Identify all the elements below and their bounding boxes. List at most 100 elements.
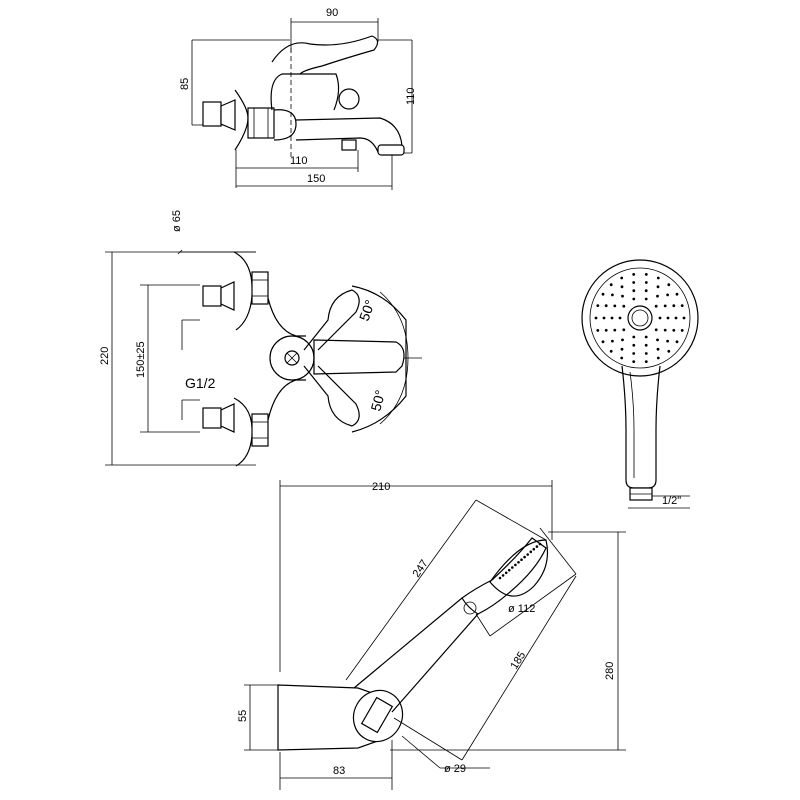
nozzle-dot	[602, 316, 606, 320]
nozzle-dot	[672, 304, 676, 308]
dim-shower-length: 247	[411, 558, 431, 580]
nozzle-dot	[644, 273, 648, 276]
dim-bracket-diameter: ø 29	[444, 763, 466, 775]
dim-shower-diameter: ø 112	[508, 603, 535, 615]
nozzle-dot	[611, 339, 614, 343]
nozzle-dot	[610, 316, 614, 320]
nozzle-dot	[680, 329, 684, 332]
head-nozzle-dot	[520, 558, 523, 561]
nozzle-dot	[658, 316, 662, 320]
nozzle-dot	[644, 297, 648, 301]
head-nozzle-dot	[504, 571, 508, 575]
nozzle-dot	[674, 316, 678, 320]
nozzle-dot	[663, 328, 667, 332]
shower-head-nozzles	[498, 542, 542, 580]
nozzle-dot	[613, 304, 617, 308]
head-nozzle-dot	[517, 561, 520, 564]
nozzle-dot	[620, 347, 624, 351]
nozzle-dot	[613, 328, 617, 332]
dim-overall-height: 220	[99, 347, 111, 365]
shower-bracket-view: 210 280 55 83 ø 29 247	[237, 480, 626, 790]
nozzle-dot	[666, 316, 670, 320]
nozzle-dot	[620, 276, 624, 280]
dim-holder-height: 280	[604, 662, 616, 680]
nozzle-dot	[667, 283, 671, 287]
nozzle-dot	[656, 276, 660, 280]
nozzle-dot	[644, 289, 648, 293]
nozzle-dot	[656, 338, 659, 342]
nozzle-dot	[632, 352, 636, 355]
dim-flange-diameter: ø 65	[171, 210, 183, 232]
nozzle-dot	[680, 304, 684, 307]
nozzle-dot	[644, 343, 648, 347]
nozzle-dot	[656, 347, 660, 351]
hand-shower-view: 1/2"	[581, 259, 699, 509]
nozzle-dot	[621, 338, 624, 342]
head-nozzle-dot	[523, 555, 526, 559]
mixer-front-view: ø 65 220 150±25 G1/2	[99, 210, 422, 467]
dim-hose-thread: 1/2"	[662, 495, 681, 507]
spray-nozzles	[594, 273, 686, 363]
nozzle-dot	[644, 360, 648, 363]
nozzle-dot	[620, 285, 624, 289]
nozzle-dot	[632, 360, 636, 363]
nozzle-dot	[620, 356, 624, 360]
nozzle-dot	[644, 335, 648, 339]
nozzle-dot	[604, 328, 608, 332]
nozzle-dot	[682, 316, 686, 320]
head-nozzle-dot	[511, 566, 514, 569]
mixer-side-view: 90 85 110 110	[179, 7, 417, 190]
dim-spout-inner: 110	[290, 155, 308, 167]
nozzle-dot	[611, 293, 614, 297]
nozzle-dot	[654, 304, 658, 308]
nozzle-dot	[632, 335, 636, 339]
nozzle-dot	[596, 329, 600, 332]
head-nozzle-dot	[535, 545, 539, 548]
nozzle-dot	[644, 281, 648, 284]
head-nozzle-dot	[501, 574, 505, 577]
dim-holder-width: 210	[372, 481, 390, 493]
nozzle-dot	[632, 343, 636, 347]
angle-lower-label: 50°	[367, 388, 388, 413]
nozzle-dot	[663, 304, 667, 308]
dim-top-height-left: 85	[179, 78, 191, 90]
nozzle-dot	[656, 356, 660, 360]
dim-spout-outer: 150	[307, 173, 325, 185]
dim-center-distance: 150±25	[135, 341, 147, 378]
thread-size-label: G1/2	[185, 375, 216, 391]
nozzle-dot	[609, 349, 613, 353]
nozzle-dot	[601, 340, 605, 344]
nozzle-dot	[601, 292, 605, 296]
nozzle-dot	[618, 316, 622, 320]
nozzle-dot	[622, 328, 626, 332]
head-nozzle-dot	[507, 568, 511, 572]
nozzle-dot	[667, 349, 671, 353]
nozzle-dot	[604, 304, 608, 308]
nozzle-dot	[609, 283, 613, 287]
head-nozzle-dot	[532, 547, 536, 551]
nozzle-dot	[644, 352, 648, 355]
nozzle-dot	[675, 292, 679, 296]
angle-upper-label: 50°	[356, 298, 378, 323]
head-nozzle-dot	[529, 550, 533, 554]
head-nozzle-dot	[526, 553, 529, 556]
nozzle-dot	[654, 328, 658, 332]
dim-bracket-width: 83	[333, 765, 345, 777]
nozzle-dot	[656, 285, 660, 289]
nozzle-dot	[622, 304, 626, 308]
head-nozzle-dot	[514, 563, 517, 567]
nozzle-dot	[621, 294, 624, 298]
nozzle-dot	[596, 304, 600, 307]
nozzle-dot	[632, 289, 636, 293]
dim-top-height-right: 110	[405, 87, 417, 105]
nozzle-dot	[632, 297, 636, 301]
head-nozzle-dot	[498, 576, 502, 580]
nozzle-dot	[675, 340, 679, 344]
dim-top-width: 90	[326, 7, 338, 19]
dim-shower-reach: 185	[508, 650, 528, 672]
nozzle-dot	[666, 339, 669, 343]
nozzle-dot	[594, 316, 598, 320]
nozzle-dot	[632, 281, 636, 284]
nozzle-dot	[632, 273, 636, 276]
dim-bracket-height: 55	[237, 710, 249, 722]
